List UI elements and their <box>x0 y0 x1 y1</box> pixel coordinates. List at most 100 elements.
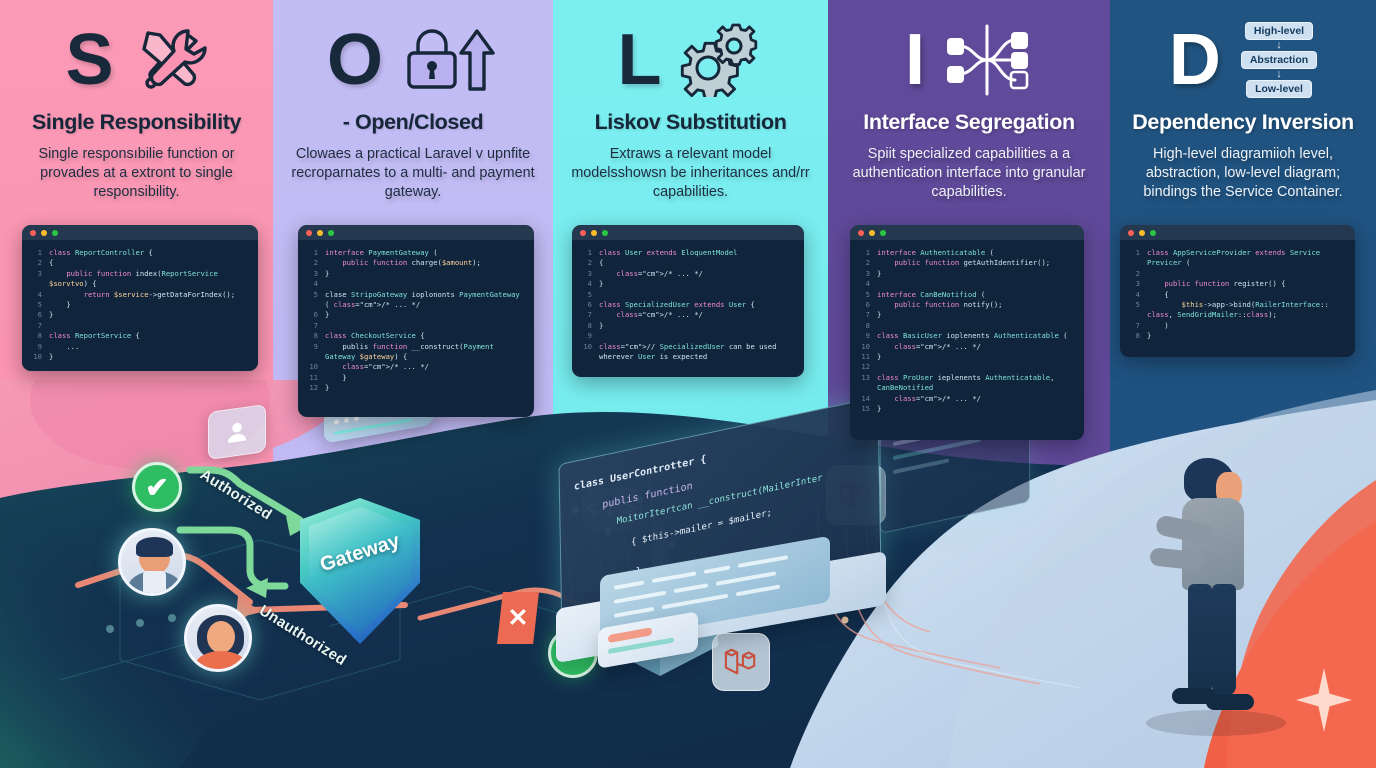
line-code: } <box>325 383 330 393</box>
line-code <box>877 321 1077 331</box>
line-number: 4 <box>865 279 870 289</box>
principle-card-d[interactable]: D High-level ↓ Abstraction ↓ Low-level D… <box>1110 0 1376 768</box>
code-line: 12} <box>303 383 527 393</box>
window-close-dot[interactable] <box>30 229 36 236</box>
window-close-dot[interactable] <box>306 229 312 236</box>
code-line: 3 class="cm">/* ... */ <box>577 269 797 279</box>
line-number: 1 <box>37 248 42 257</box>
line-number: 3 <box>865 268 870 278</box>
code-line: 3} <box>303 269 527 279</box>
desc-i: Spiit specialized capabilities a a authe… <box>852 146 1086 201</box>
line-code: public function register() { <box>1164 279 1286 289</box>
line-number: 5 <box>587 289 592 299</box>
tools-wrench-screwdriver-icon <box>141 29 207 89</box>
line-code: ... <box>49 341 80 351</box>
window-close-dot[interactable] <box>1128 229 1134 236</box>
line-number: 9 <box>313 341 318 351</box>
window-close-dot[interactable] <box>580 229 586 236</box>
window-minimize-dot[interactable] <box>317 229 323 236</box>
lock-with-up-arrow-icon <box>407 29 495 91</box>
line-code: class="cm">/* ... */ <box>616 268 703 278</box>
line-code: } <box>599 320 604 330</box>
line-code: return $service->getDataForIndex(); <box>83 289 236 299</box>
line-code: class User extends EloquentModel <box>599 248 738 257</box>
line-number: 7 <box>37 320 42 330</box>
line-code <box>325 321 527 331</box>
line-code: } <box>599 279 604 289</box>
title-d: Dependency Inversion <box>1132 110 1354 134</box>
line-code: { <box>1147 289 1169 299</box>
avatar-user-female <box>184 604 252 672</box>
line-code: interface PaymentGateway ( <box>325 248 438 257</box>
lower-illustration: ✔ ✔ Authorized Unauthorized Gateway ✕ <box>0 380 1376 768</box>
letter-i: I <box>904 20 925 100</box>
line-number: 7 <box>587 310 592 320</box>
line-number: 4 <box>587 279 592 289</box>
principle-card-s[interactable]: S Single Responsibility Single responsıb… <box>0 0 273 768</box>
line-number: 2 <box>37 258 42 268</box>
window-maximize-dot[interactable] <box>52 229 58 236</box>
glyph-row-s: S <box>0 14 273 106</box>
line-number: 8 <box>1135 331 1140 341</box>
line-code: class="cm">// SpecializedUser can be use… <box>599 341 781 362</box>
line-code: class="cm">/* ... */ <box>894 393 981 403</box>
x-icon-denied: ✕ <box>497 592 539 644</box>
code-line: 3 public function register() { <box>1125 279 1348 289</box>
line-code: } <box>877 268 882 278</box>
line-number: 6 <box>587 300 592 310</box>
window-maximize-dot[interactable] <box>880 229 886 236</box>
code-line: 10 class="cm">/* ... */ <box>855 342 1077 352</box>
code-line: 15} <box>855 404 1077 414</box>
principle-card-o[interactable]: O - Open/Closed Clowaes a practical Lara… <box>273 0 553 768</box>
code-window-titlebar <box>850 225 1084 240</box>
code-line: 4 { <box>1125 290 1348 300</box>
window-minimize-dot[interactable] <box>869 229 875 236</box>
desc-o: Clowaes a practical Laravel v upnfite re… <box>291 146 535 201</box>
window-minimize-dot[interactable] <box>41 229 47 236</box>
line-number: 14 <box>861 393 870 403</box>
window-close-dot[interactable] <box>858 229 864 236</box>
code-line: 6} <box>303 310 527 320</box>
principle-card-l[interactable]: L Liskov Substitution Extraws a relevant… <box>553 0 828 768</box>
line-number: 4 <box>313 279 318 289</box>
window-maximize-dot[interactable] <box>328 229 334 236</box>
window-minimize-dot[interactable] <box>591 229 597 236</box>
line-code: } <box>49 352 54 362</box>
line-number: 8 <box>37 331 42 341</box>
code-line: 6} <box>27 310 251 320</box>
desc-s: Single responsıbilie function or provade… <box>38 146 235 201</box>
code-line: 9 <box>577 331 797 341</box>
line-code: class="cm">/* ... */ <box>616 310 703 320</box>
line-number: 10 <box>309 362 318 372</box>
line-number: 1 <box>865 248 870 257</box>
window-minimize-dot[interactable] <box>1139 229 1145 236</box>
line-code <box>877 279 1077 289</box>
line-code: ) <box>1147 320 1169 330</box>
window-maximize-dot[interactable] <box>602 229 608 236</box>
window-maximize-dot[interactable] <box>1150 229 1156 236</box>
principle-card-i[interactable]: I <box>828 0 1110 768</box>
line-code: interface Authenticatable ( <box>877 248 994 257</box>
line-code: interface CanBeNotifiod ( <box>877 289 986 299</box>
code-window-titlebar <box>572 225 804 240</box>
line-number: 3 <box>587 268 592 278</box>
line-number: 4 <box>1135 289 1140 299</box>
arrow-down-icon-2: ↓ <box>1276 68 1282 80</box>
code-line: 11} <box>855 352 1077 362</box>
